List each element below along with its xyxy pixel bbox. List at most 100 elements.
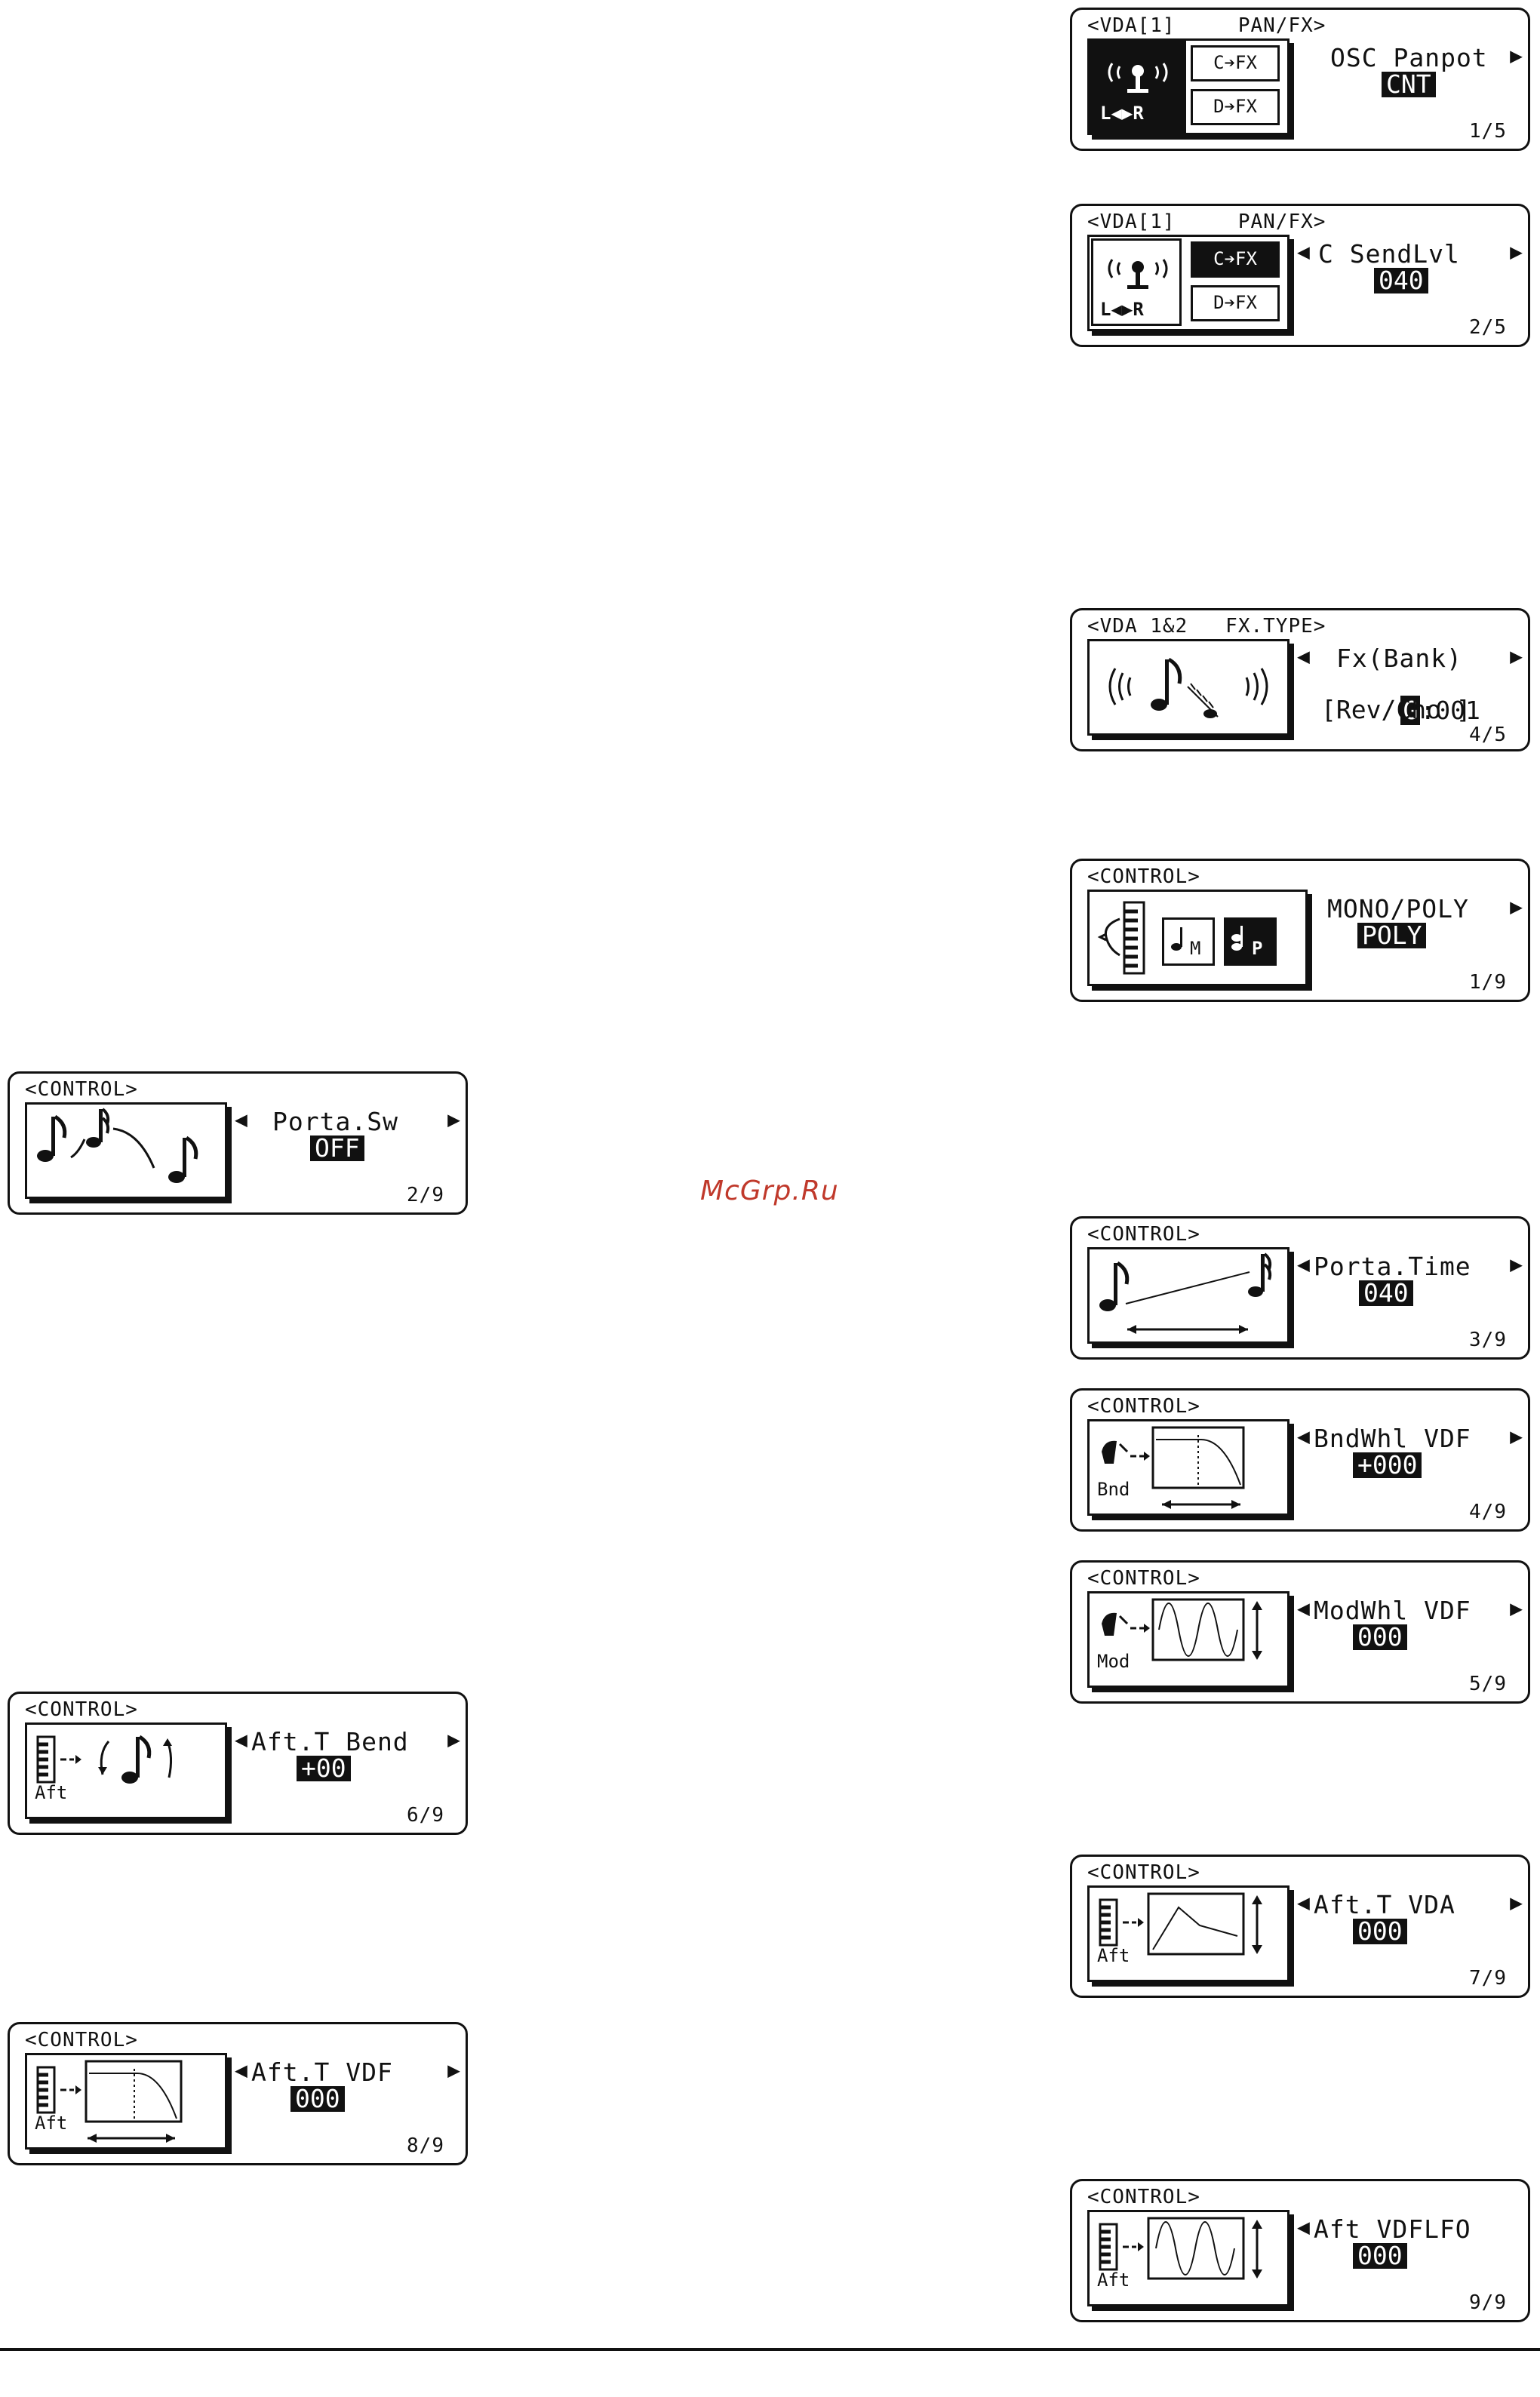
lcd-screen-aft-vda: <CONTROL> Aft ◀ Aft.T VDA ▶ 000 7/9 (1070, 1855, 1530, 1998)
aft-vdf-icon: Aft (25, 2053, 227, 2150)
param-value: 000 (1353, 1624, 1407, 1650)
lfo-wave-icon (1102, 1598, 1262, 1661)
screen-header: <CONTROL> (25, 1078, 138, 1101)
param-name: OSC Panpot (1330, 43, 1488, 72)
mono-poly-icon: M P (1087, 890, 1308, 986)
left-arrow-icon: ◀ (235, 1107, 248, 1132)
right-arrow-icon: ▶ (1510, 1252, 1523, 1277)
source-label: Aft (35, 2113, 68, 2134)
right-arrow-icon: ▶ (1510, 1890, 1523, 1915)
param-name: ModWhl VDF (1314, 1596, 1471, 1625)
page-indicator: 7/9 (1469, 1967, 1507, 1990)
param-line: MONO/POLY ▶ (1297, 894, 1523, 1041)
lfo-wave-icon (1099, 2217, 1262, 2280)
param-line: ◀ Aft.T Bend ▶ (235, 1727, 461, 1874)
lcd-screen-porta-sw: <CONTROL> ◀ Porta.Sw ▶ OFF 2/9 (8, 1071, 468, 1215)
lcd-screen-modwhl-vdf: <CONTROL> Mod ◀ ModWhl VDF ▶ 000 5/9 (1070, 1560, 1530, 1704)
portamento-switch-icon (25, 1102, 227, 1199)
param-value: OFF (310, 1136, 364, 1161)
param-value: +00 (297, 1756, 351, 1781)
screen-header: <CONTROL> (1087, 865, 1200, 888)
source-label: Aft (1097, 1945, 1130, 1966)
mod-vdf-icon: Mod (1087, 1591, 1289, 1688)
param-name: Aft.T VDA (1314, 1890, 1455, 1919)
pitch-bend-notes-icon (36, 1735, 173, 1784)
param-value: 040 (1374, 268, 1428, 293)
right-arrow-icon: ▶ (1510, 43, 1523, 68)
right-arrow-icon: ▶ (1510, 239, 1523, 264)
param-name: Aft.T Bend (251, 1727, 409, 1756)
screen-header: <CONTROL> (25, 1698, 138, 1721)
lcd-screen-aft-vdflfo: <CONTROL> Aft ◀ Aft VDFLFO 000 9/9 (1070, 2179, 1530, 2322)
param-value: 000 (1353, 1919, 1407, 1944)
param-name: Fx(Bank) (1336, 644, 1462, 673)
param-line: ◀ Porta.Time ▶ (1297, 1252, 1523, 1399)
param-value: CNT (1382, 72, 1436, 97)
glide-notes-icon (1099, 1252, 1272, 1334)
right-arrow-icon: ▶ (1510, 644, 1523, 668)
mono-box: M (1162, 917, 1215, 966)
watermark: McGrp.Ru (700, 1175, 839, 1206)
page-indicator: 6/9 (407, 1804, 444, 1827)
param-line: ◀ Fx(Bank) ▶ (1297, 644, 1523, 791)
lcd-screen-osc-panpot: <VDA[1] PAN/FX> L◀▶R C➔FX D➔FX OSC Panpo… (1070, 8, 1530, 151)
source-label: Aft (35, 1782, 68, 1803)
param-value-line: G:001 (1341, 672, 1480, 749)
param-line: OSC Panpot ▶ (1297, 43, 1523, 190)
left-arrow-icon: ◀ (1297, 644, 1311, 668)
param-line: ◀ Aft.T VDF ▶ (235, 2057, 461, 2205)
bend-vdf-icon: Bnd (1087, 1419, 1289, 1516)
right-arrow-icon: ▶ (1510, 1424, 1523, 1449)
param-value: POLY (1357, 923, 1427, 948)
fx-waves-icon (1108, 657, 1268, 718)
filter-curve-icon (36, 2060, 183, 2143)
keyboard-hand-icon (1097, 901, 1145, 975)
screen-header: <CONTROL> (1087, 1395, 1200, 1418)
param-line: ◀ C SendLvl ▶ (1297, 239, 1523, 386)
screen-header: <VDA[1] PAN/FX> (1087, 14, 1326, 37)
screen-header: <CONTROL> (1087, 1567, 1200, 1590)
param-name: MONO/POLY (1327, 894, 1469, 923)
lr-label: L◀▶R (1100, 299, 1144, 320)
param-name: BndWhl VDF (1314, 1424, 1471, 1453)
c-to-fx-box: C➔FX (1191, 45, 1280, 81)
envelope-icon (1099, 1892, 1262, 1956)
left-arrow-icon: ◀ (235, 2057, 248, 2082)
pan-fx-icon: L◀▶R C➔FX D➔FX (1087, 235, 1289, 331)
lcd-screen-fx-bank: <VDA 1&2 FX.TYPE> ◀ Fx(Bank) ▶ G:001 [Re… (1070, 608, 1530, 751)
lcd-screen-c-sendlvl: <VDA[1] PAN/FX> L◀▶R C➔FX D➔FX ◀ C SendL… (1070, 204, 1530, 347)
lcd-screen-aft-vdf: <CONTROL> Aft ◀ Aft.T VDF ▶ 000 8/9 (8, 2022, 468, 2165)
mono-note-icon (1171, 927, 1182, 951)
left-arrow-icon: ◀ (235, 1727, 248, 1752)
page-indicator: 2/5 (1469, 316, 1507, 339)
right-arrow-icon: ▶ (447, 2057, 461, 2082)
source-label: Aft (1097, 2269, 1130, 2291)
param-name: Aft.T VDF (251, 2057, 393, 2087)
page-indicator: 4/9 (1469, 1501, 1507, 1523)
screen-header: <VDA 1&2 FX.TYPE> (1087, 615, 1326, 638)
left-arrow-icon: ◀ (1297, 2214, 1311, 2239)
source-label: Mod (1097, 1651, 1130, 1672)
param-value: 000 (290, 2086, 345, 2112)
left-arrow-icon: ◀ (1297, 1252, 1311, 1277)
c-to-fx-box: C➔FX (1191, 241, 1280, 278)
page-indicator: 3/9 (1469, 1329, 1507, 1351)
param-name: Porta.Time (1314, 1252, 1471, 1281)
bottom-divider (0, 2348, 1540, 2351)
param-value: +000 (1353, 1452, 1422, 1478)
source-label: Bnd (1097, 1479, 1130, 1500)
page-indicator: 4/5 (1469, 724, 1507, 746)
left-arrow-icon: ◀ (1297, 1596, 1311, 1621)
poly-label: P (1252, 938, 1263, 959)
page-indicator: 8/9 (407, 2134, 444, 2157)
d-to-fx-box: D➔FX (1191, 89, 1280, 125)
poly-note-icon (1231, 926, 1243, 951)
aft-vda-icon: Aft (1087, 1885, 1289, 1982)
left-arrow-icon: ◀ (1297, 239, 1311, 264)
screen-header: <CONTROL> (25, 2029, 138, 2051)
portamento-time-icon (1087, 1247, 1289, 1344)
fx-number: :001 (1420, 696, 1480, 725)
left-arrow-icon: ◀ (1297, 1890, 1311, 1915)
lcd-screen-bndwhl-vdf: <CONTROL> Bnd ◀ BndWhl VDF ▶ +000 4/9 (1070, 1388, 1530, 1532)
aft-bend-icon: Aft (25, 1722, 227, 1819)
